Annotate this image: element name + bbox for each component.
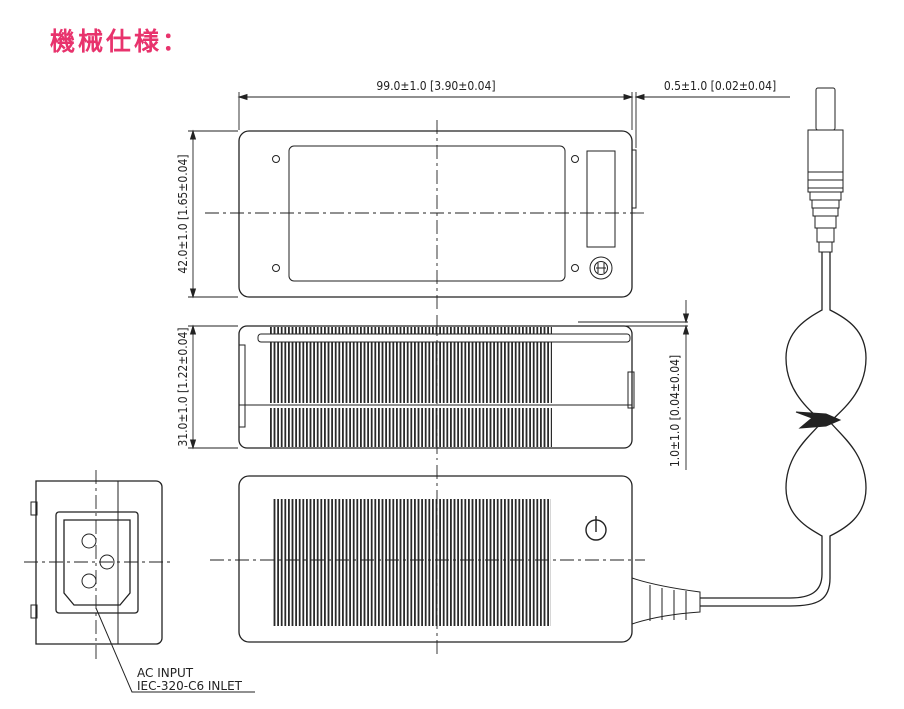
screw-hole [571,264,579,272]
inlet-pin [81,533,97,549]
dc-cable [631,87,867,625]
clip [30,501,38,516]
side-notch [238,344,246,428]
arrow-heads [237,93,634,101]
arrow-heads [189,324,197,450]
cable-right [700,252,867,607]
inlet-pin [81,573,97,589]
led-ring [589,256,613,280]
led-mark [596,263,606,273]
bottom-view-outline [238,475,633,643]
dim-step-text: 1.0±1.0 [0.04±0.04] [668,355,682,467]
top-rib [257,333,631,343]
screw-hole [272,155,280,163]
output-stub [632,149,637,209]
lower-fins [270,408,552,447]
dc-plug-tip [815,87,836,131]
label-area [288,145,566,282]
strain-relief-bottom [631,577,701,625]
dim-height-text: 31.0±1.0 [1.22±0.04] [176,327,190,446]
inlet-outer [55,511,139,614]
bottom-view [238,475,633,643]
end-view-outline [35,480,163,645]
top-view-outline [238,130,633,298]
ac-input-label: AC INPUT [137,666,194,680]
led-inner [594,261,608,275]
arrow-heads [189,129,197,299]
dimension-lines [188,92,790,470]
arrow-head [634,93,645,101]
dim-offset-text: 0.5±1.0 [0.02±0.04] [664,79,776,93]
cable-tie [795,411,842,429]
window-rect [586,150,616,248]
arrow-heads [682,313,690,335]
screw-hole [571,155,579,163]
inlet-label: IEC-320-C6 INLET [137,679,243,693]
inlet-leader-line [95,607,255,693]
clip [30,604,38,619]
strain-relief-top [809,191,842,253]
side-notch-right [627,371,635,409]
cable-left [700,252,823,599]
bottom-fins [273,499,551,626]
screw-hole [272,264,280,272]
dim-width-text: 42.0±1.0 [1.65±0.04] [176,154,190,273]
centerlines [24,120,645,660]
dc-plug-body [807,129,844,193]
inlet-c6-shape [63,519,131,606]
page-title: 機械仕様： [50,27,191,56]
side-view [238,321,688,449]
top-view [238,130,637,298]
strain-relief-ribs [649,585,687,621]
dim-length-text: 99.0±1.0 [3.90±0.04] [376,79,495,93]
end-view [30,480,255,693]
